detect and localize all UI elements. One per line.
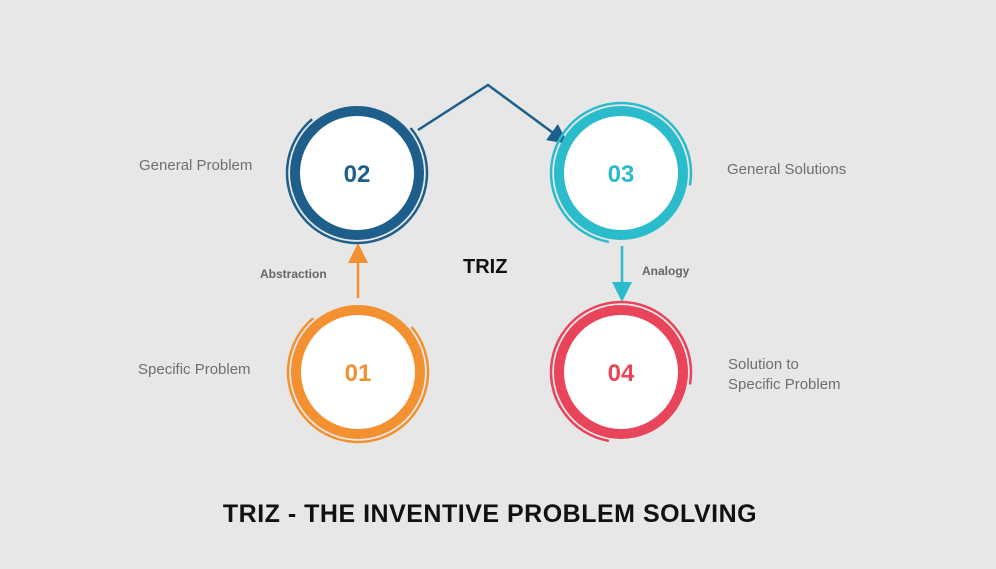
step-04-label-line2: Specific Problem: [728, 376, 841, 393]
analogy-label: Analogy: [642, 264, 690, 278]
center-label: TRIZ: [463, 256, 508, 278]
step-01-number: 01: [345, 360, 372, 387]
step-02-number: 02: [344, 161, 371, 188]
step-04-circle: [549, 300, 693, 444]
step-04-label: Solution to Specific Problem: [728, 355, 841, 395]
step-02-circle: [285, 101, 429, 245]
step-01-label: Specific Problem: [138, 361, 251, 378]
abstraction-label: Abstraction: [260, 267, 327, 281]
connector-02-to-03: [417, 83, 569, 144]
step-03-circle: [549, 101, 693, 245]
step-03-number: 03: [608, 161, 635, 188]
diagram-title: TRIZ - THE INVENTIVE PROBLEM SOLVING: [222, 500, 758, 528]
step-04-number: 04: [608, 360, 635, 387]
step-02-label: General Problem: [139, 157, 253, 174]
step-04-label-line1: Solution to: [728, 356, 799, 373]
step-01-circle: [286, 300, 430, 444]
step-03-label: General Solutions: [727, 161, 847, 178]
